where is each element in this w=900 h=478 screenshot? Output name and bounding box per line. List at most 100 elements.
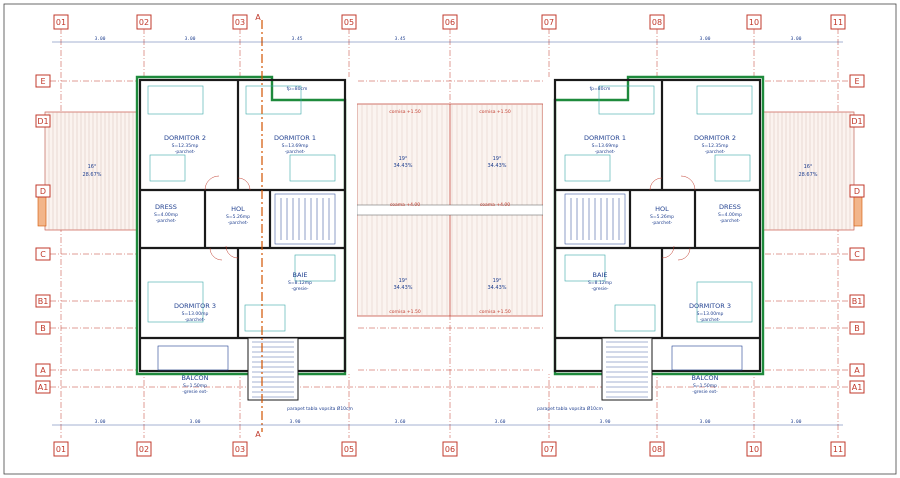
svg-text:11: 11 — [833, 445, 843, 454]
dim-top-6: 3.00 — [791, 36, 802, 42]
room-name: DORMITOR 1 — [274, 134, 316, 142]
axis-bubble-row-B1-left: B1 — [35, 294, 51, 308]
svg-text:08: 08 — [652, 18, 662, 27]
room-area: S=1.50mp — [183, 383, 207, 389]
axis-bubble-row-D1-left: D1 — [35, 114, 51, 128]
dim-bot-2: 3.00 — [190, 419, 201, 425]
cota-bot-right: cornisa +1.50 — [479, 309, 511, 315]
sheet-frame — [3, 3, 897, 475]
slope-deg-left: 16° — [88, 164, 97, 170]
cota-mid-right: coama +4.00 — [480, 202, 510, 208]
room-area: S=8.12mp — [588, 280, 612, 286]
right-unit — [543, 75, 765, 401]
axis-bubble-col-11-top: 11 — [830, 14, 846, 30]
axis-bubble-col-05-top: 05 — [341, 14, 357, 30]
svg-text:07: 07 — [544, 445, 554, 454]
walls-left — [138, 78, 347, 373]
room-floor: -parchet- — [705, 149, 726, 155]
central-roof — [356, 103, 544, 317]
dimension-bottom: 3.00 3.00 3.90 3.60 3.60 3.90 3.00 3.00 — [52, 419, 843, 426]
axis-bubble-row-A1-right: A1 — [849, 380, 865, 394]
dim-bot-3: 3.90 — [290, 419, 301, 425]
svg-text:A1: A1 — [852, 383, 863, 392]
parapet-note-right: parapet tabla vopsita Ø10cm — [537, 405, 603, 412]
room-name: BAIE — [593, 271, 608, 279]
svg-text:03: 03 — [235, 445, 245, 454]
room-area: S=12.35mp — [702, 143, 729, 149]
room-name: HOL — [231, 205, 245, 213]
axis-bubble-col-10-top: 10 — [746, 14, 762, 30]
room-area: S=12.35mp — [172, 143, 199, 149]
svg-text:C: C — [40, 250, 46, 259]
svg-text:E: E — [40, 77, 45, 86]
axis-bubble-row-D-right: D — [849, 184, 865, 198]
dimension-top: 3.00 3.00 3.45 3.45 3.00 3.00 — [52, 36, 843, 43]
room-floor: -parchet- — [652, 220, 673, 226]
axis-bubble-col-06-top: 06 — [442, 14, 458, 30]
slope-pct-roof-tr: 34.43% — [487, 163, 506, 169]
axis-bubble-col-02-top: 02 — [136, 14, 152, 30]
axis-bubble-col-10-bottom: 10 — [746, 441, 762, 457]
section-line: A A — [255, 13, 263, 439]
svg-text:D: D — [854, 187, 860, 196]
slope-labels: 16° 28.67% 16° 28.67% 19° 34.43% 19° 34.… — [82, 156, 817, 291]
axis-bubble-col-02-bottom: 02 — [136, 441, 152, 457]
room-area: S=5.26mp — [650, 214, 674, 220]
room-name: DRESS — [155, 203, 177, 211]
axis-bubble-col-07-bottom: 07 — [541, 441, 557, 457]
room-floor: -parchet- — [700, 317, 721, 323]
room-labels-left: DORMITOR 2 S=12.35mp -parchet- DORMITOR … — [154, 134, 316, 395]
section-mark-bottom: A — [255, 430, 261, 439]
room-area: S=13.00mp — [697, 311, 724, 317]
slope-pct-roof-tl: 34.43% — [393, 163, 412, 169]
window-note-left: fp=80cm — [287, 86, 308, 92]
axis-bubble-col-07-top: 07 — [541, 14, 557, 30]
axis-bubble-col-03-bottom: 03 — [232, 441, 248, 457]
cota-bot-left: cornisa +1.50 — [389, 309, 421, 315]
svg-text:05: 05 — [344, 445, 354, 454]
slope-pct-roof-br: 34.43% — [487, 285, 506, 291]
room-area: S=8.12mp — [288, 280, 312, 286]
svg-text:05: 05 — [344, 18, 354, 27]
slope-deg-right: 16° — [804, 164, 813, 170]
room-area: S=1.50mp — [693, 383, 717, 389]
svg-text:B1: B1 — [852, 297, 863, 306]
slope-pct-roof-bl: 34.43% — [393, 285, 412, 291]
axis-bubble-col-08-top: 08 — [649, 14, 665, 30]
room-name: DORMITOR 1 — [584, 134, 626, 142]
axis-bubbles: 010102020303050506060707080810101111ED1D… — [35, 14, 865, 457]
room-floor: -gresie ext- — [182, 389, 208, 395]
roof-overhang-right — [761, 111, 863, 231]
door-swings-right — [649, 175, 696, 261]
axis-bubble-row-D-left: D — [35, 184, 51, 198]
svg-text:A1: A1 — [38, 383, 49, 392]
balcony-left — [157, 345, 229, 371]
furniture-left — [147, 85, 336, 332]
slope-deg-roof-bl: 19° — [399, 278, 408, 284]
room-name: BALCON — [181, 374, 208, 382]
cota-top-left: cornisa +1.50 — [389, 109, 421, 115]
balcony-right — [671, 345, 743, 371]
svg-text:D: D — [40, 187, 46, 196]
axis-bubble-row-A1-left: A1 — [35, 380, 51, 394]
room-area: S=13.69mp — [592, 143, 619, 149]
svg-text:06: 06 — [445, 18, 455, 27]
dim-top-4: 3.45 — [395, 36, 406, 42]
dim-top-2: 3.00 — [185, 36, 196, 42]
room-name: DORMITOR 3 — [689, 302, 731, 310]
cota-mid-left: coama +4.00 — [390, 202, 420, 208]
svg-text:06: 06 — [445, 445, 455, 454]
room-name: DORMITOR 2 — [164, 134, 206, 142]
svg-text:02: 02 — [139, 445, 149, 454]
window-note-right: fp=80cm — [590, 86, 611, 92]
axis-bubble-row-C-right: C — [849, 247, 865, 261]
notes: fp=80cm fp=80cm parapet tabla vopsita Ø1… — [287, 86, 611, 412]
axis-bubble-col-11-bottom: 11 — [830, 441, 846, 457]
stairs-left — [274, 193, 336, 245]
room-area: S=13.00mp — [182, 311, 209, 317]
axis-bubble-row-B-right: B — [849, 321, 865, 335]
room-name: DORMITOR 3 — [174, 302, 216, 310]
svg-text:A: A — [40, 366, 46, 375]
svg-text:C: C — [854, 250, 860, 259]
